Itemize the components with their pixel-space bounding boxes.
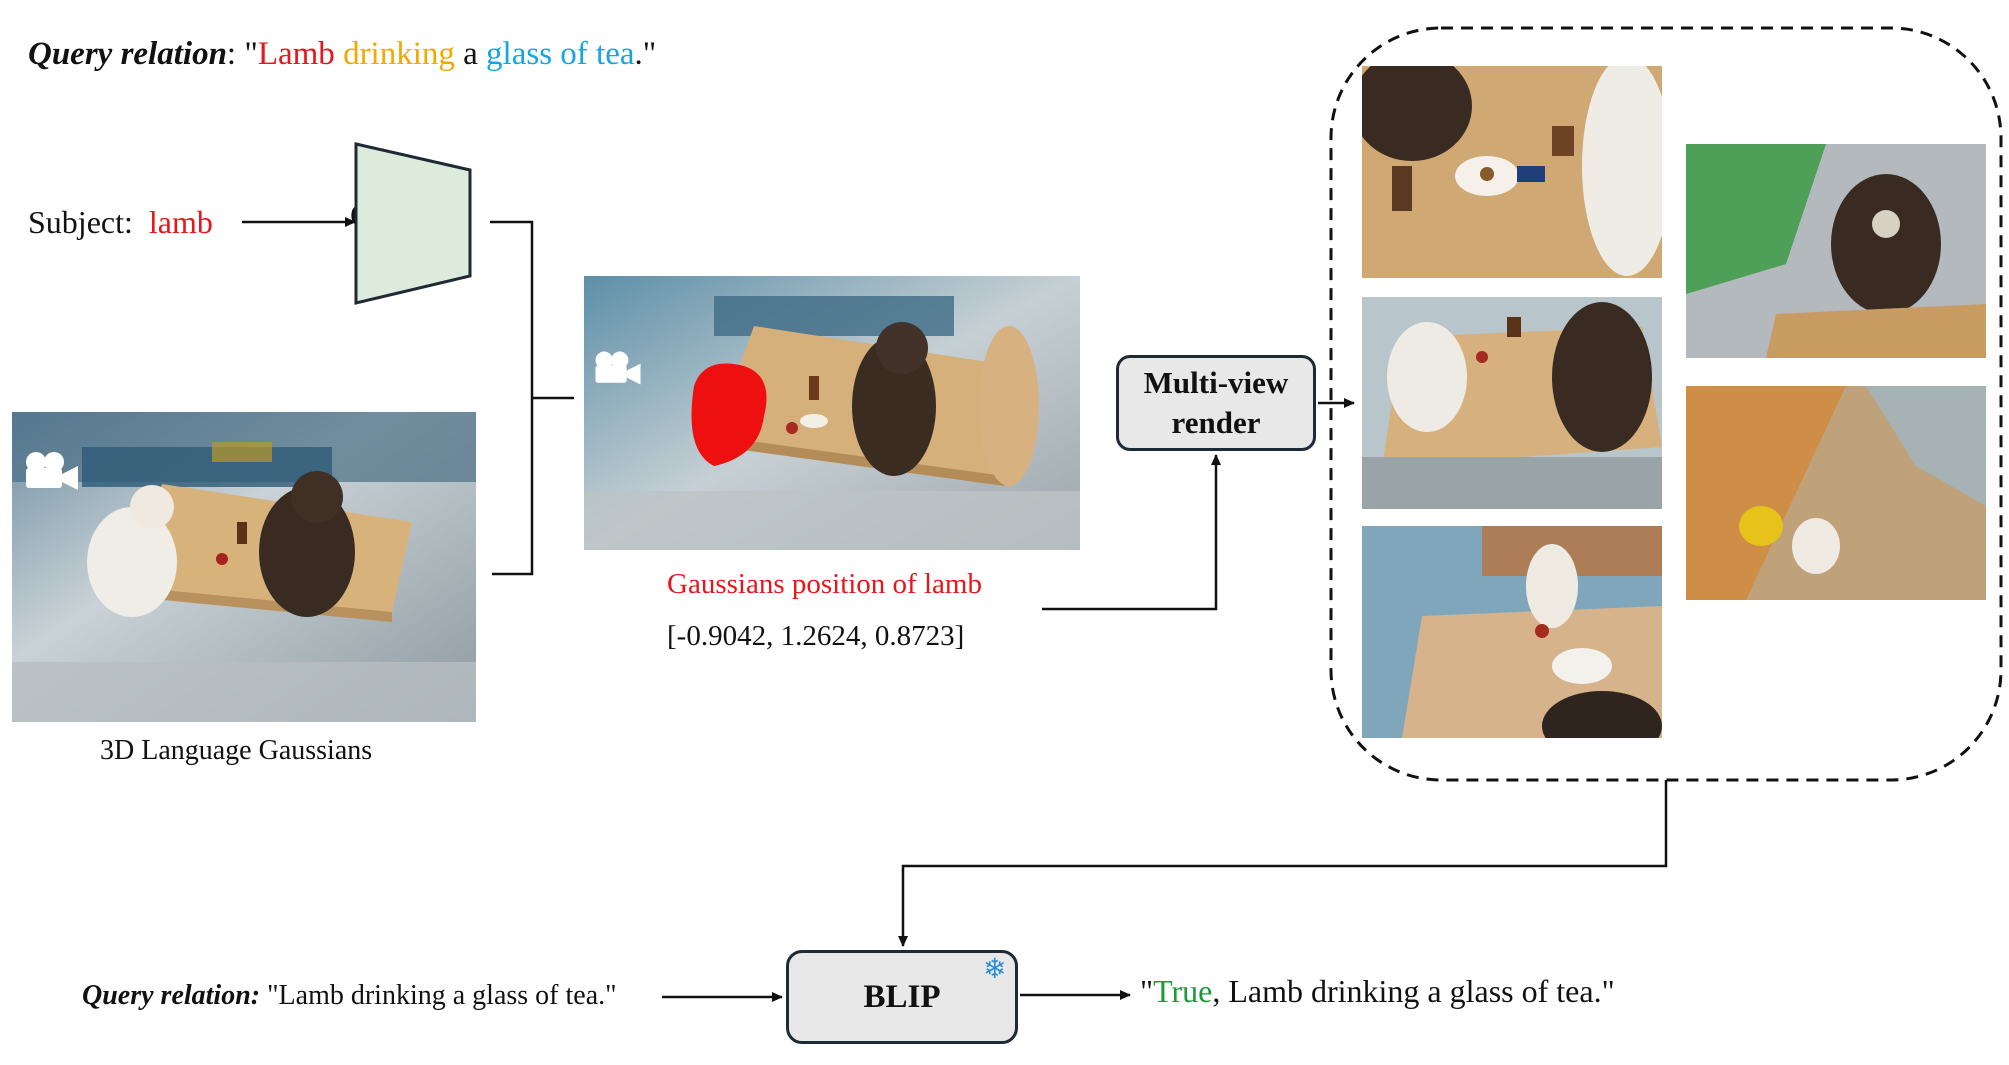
- snowflake-icon: ❄: [983, 954, 1007, 985]
- video-camera-icon: [595, 351, 641, 385]
- query-relation-label: Query relation: [28, 36, 227, 72]
- gaussians-image-graphic: [584, 276, 1080, 550]
- snowflake-icon: ❄: [428, 168, 454, 201]
- clip-label: CLIP: [350, 198, 422, 234]
- output-verdict: True: [1153, 973, 1213, 1009]
- blip-output: "True, Lamb drinking a glass of tea.": [1140, 973, 1615, 1010]
- scene-image-graphic: [12, 412, 476, 722]
- phrase-article: a: [463, 36, 478, 72]
- subject-line: Subject: lamb: [28, 204, 213, 241]
- scene-image: [12, 412, 476, 722]
- query-relation-title: Query relation: "Lamb drinking a glass o…: [28, 36, 656, 73]
- clip-bracket-line: [490, 220, 534, 576]
- render-view-1-graphic: [1362, 66, 1662, 278]
- phrase-object: glass of tea: [486, 36, 635, 72]
- multiview-render-box: Multi-view render: [1116, 355, 1316, 451]
- scene-caption: 3D Language Gaussians: [100, 735, 373, 766]
- phrase-subject: Lamb: [257, 36, 335, 72]
- render-view-5-graphic: [1686, 386, 1986, 600]
- render-view-1: [1362, 66, 1662, 278]
- bottom-query-text: "Lamb drinking a glass of tea.": [260, 980, 617, 1011]
- subject-value: lamb: [148, 204, 213, 240]
- quote-close: .": [634, 36, 657, 72]
- output-rest: , Lamb drinking a glass of tea.": [1212, 973, 1615, 1009]
- render-view-4: [1686, 144, 1986, 358]
- query-separator: :: [226, 36, 245, 72]
- subject-label: Subject:: [28, 204, 133, 240]
- gaussians-coordinates: [-0.9042, 1.2624, 0.8723]: [667, 620, 965, 652]
- multiview-line2: render: [1171, 405, 1261, 440]
- render-view-3-graphic: [1362, 526, 1662, 738]
- render-view-4-graphic: [1686, 144, 1986, 358]
- bottom-query-relation: Query relation: "Lamb drinking a glass o…: [82, 980, 617, 1012]
- phrase-verb: drinking: [343, 36, 455, 72]
- render-view-5: [1686, 386, 1986, 600]
- bottom-query-label: Query relation:: [82, 980, 261, 1011]
- render-view-2: [1362, 297, 1662, 509]
- video-camera-icon: [26, 452, 78, 490]
- multiview-line1: Multi-view: [1143, 365, 1289, 400]
- blip-label: BLIP: [863, 978, 941, 1015]
- render-view-3: [1362, 526, 1662, 738]
- views-to-blip-arrow: [898, 780, 1668, 947]
- gaussians-image: [584, 276, 1080, 550]
- quote-open: ": [244, 36, 258, 72]
- gaussians-position-title: Gaussians position of lamb: [667, 568, 982, 600]
- render-view-2-graphic: [1362, 297, 1662, 509]
- blip-box: BLIP: [786, 950, 1018, 1044]
- output-quote-open: ": [1140, 973, 1154, 1009]
